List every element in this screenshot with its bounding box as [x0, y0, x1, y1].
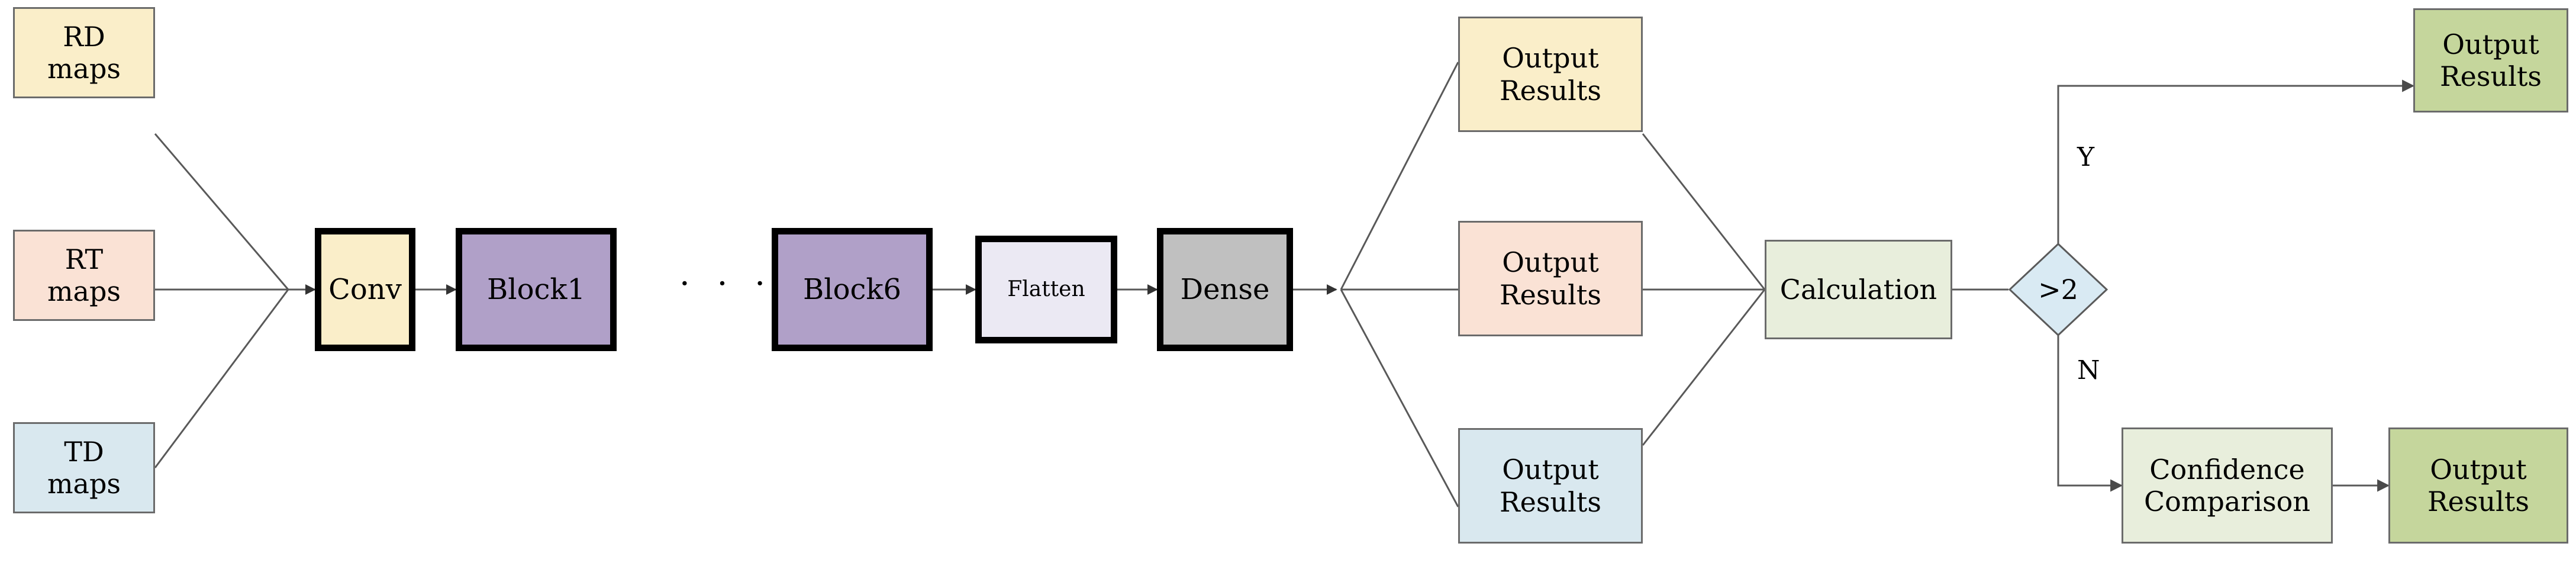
- layer-node-dense[interactable]: Dense: [1157, 228, 1293, 351]
- rd-maps-line2: maps: [47, 53, 121, 85]
- layer-node-block1[interactable]: Block1: [456, 228, 617, 351]
- decision-node-greater-than-two[interactable]: >2: [2008, 243, 2108, 336]
- layer-node-conv[interactable]: Conv: [315, 228, 415, 351]
- dense-label: Dense: [1180, 272, 1270, 306]
- td-maps-line2: maps: [47, 468, 121, 500]
- layer-node-block6[interactable]: Block6: [772, 228, 933, 351]
- output-top-line1: Output: [1502, 42, 1599, 75]
- input-node-td-maps[interactable]: TD maps: [13, 422, 155, 513]
- confidence-line2: Comparison: [2143, 486, 2310, 517]
- no-path-line: [2057, 335, 2123, 492]
- output-top-line2: Results: [1500, 74, 1601, 107]
- flatten-label: Flatten: [1007, 277, 1085, 301]
- output-node-results-no[interactable]: Output Results: [2388, 427, 2568, 544]
- output-bottom-line1: Output: [1502, 454, 1599, 486]
- output-node-results-bottom[interactable]: Output Results: [1458, 428, 1643, 544]
- output-node-results-mid[interactable]: Output Results: [1458, 221, 1643, 336]
- confidence-line1: Confidence: [2149, 453, 2305, 486]
- calculation-node[interactable]: Calculation: [1765, 240, 1952, 339]
- output-mid-line1: Output: [1502, 246, 1599, 279]
- output-no-line1: Output: [2430, 453, 2527, 486]
- decision-label: >2: [2038, 274, 2078, 306]
- output-mid-line2: Results: [1500, 278, 1601, 311]
- block6-label: Block6: [802, 272, 902, 306]
- output-node-results-top[interactable]: Output Results: [1458, 17, 1643, 132]
- input-node-rt-maps[interactable]: RT maps: [13, 230, 155, 321]
- output-bottom-line2: Results: [1500, 486, 1601, 518]
- output-yes-line1: Output: [2442, 28, 2539, 60]
- calculation-fanin-lines: [1642, 133, 1766, 446]
- td-maps-line1: TD: [64, 435, 104, 468]
- branch-fanout-lines: [1340, 62, 1459, 507]
- layer-node-flatten[interactable]: Flatten: [975, 236, 1117, 343]
- rt-maps-line1: RT: [65, 243, 104, 275]
- rt-maps-line2: maps: [47, 275, 121, 307]
- calculation-label: Calculation: [1779, 273, 1937, 306]
- output-no-line2: Results: [2427, 486, 2529, 517]
- yes-path-line: [2057, 79, 2415, 244]
- confidence-comparison-node[interactable]: Confidence Comparison: [2122, 427, 2333, 544]
- edge-label-no: N: [2077, 355, 2100, 385]
- output-yes-line2: Results: [2440, 60, 2542, 92]
- input-node-rd-maps[interactable]: RD maps: [13, 7, 155, 98]
- block1-label: Block1: [486, 272, 586, 306]
- output-node-results-yes[interactable]: Output Results: [2413, 8, 2568, 112]
- input-fanin-lines: [154, 133, 316, 468]
- edge-label-yes: Y: [2077, 142, 2095, 172]
- ellipsis-indicator: · · ·: [679, 265, 774, 303]
- conv-label: Conv: [328, 272, 402, 306]
- rd-maps-line1: RD: [63, 20, 105, 53]
- diamond-shape: [2008, 243, 2108, 336]
